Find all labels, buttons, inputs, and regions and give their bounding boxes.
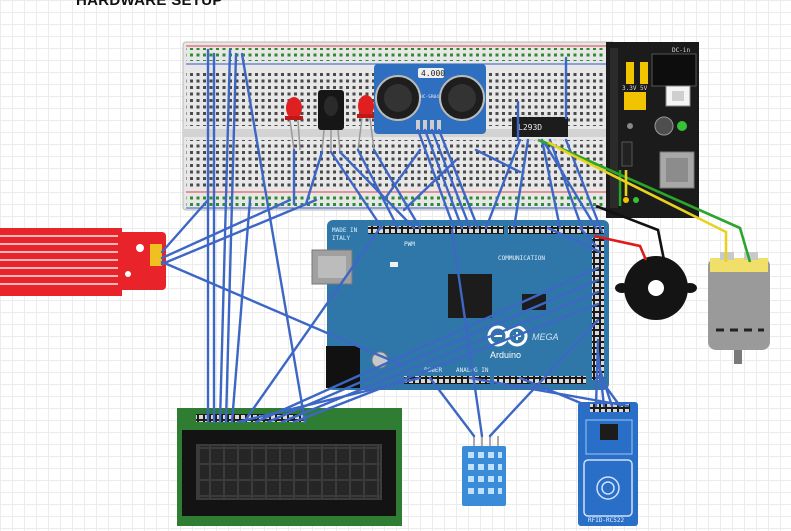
wire-black [595,204,666,261]
led-right [357,95,375,151]
motor-driver-label: L293D [518,123,542,132]
dc-jack-icon [651,53,697,87]
led-left [285,97,303,151]
arduino-communication-label: COMMUNICATION [498,255,545,262]
rfid-label: RFID-RC522 [588,517,625,524]
usb-port-icon [318,256,346,278]
rfid-antenna-icon [583,459,633,517]
arduino-pwm-label: PWM [404,241,415,248]
voltage-label-5v: 5V [640,85,648,92]
dc-in-label: DC-in [672,47,690,54]
voltage-label-3v3: 3.3V [622,85,637,92]
wires-blue [160,48,630,438]
arduino-brand-label: Arduino [490,350,521,360]
arduino-made-in-line2: ITALY [332,235,350,242]
page-title: HARDWARE SETUP [76,0,223,9]
arduino-model-label: MEGA [532,332,559,342]
arduino-dc-jack [326,346,360,388]
arduino-power-label: POWER [424,367,442,374]
arduino-mega-board: MADE IN ITALY PWM COMMUNICATION POWER AN… [311,220,609,390]
wire-red [593,234,648,261]
dc-motor [708,252,770,364]
water-level-sensor [0,228,166,296]
motor-driver-chip: L293D [512,113,568,141]
lcd-display [177,408,402,526]
rfid-reader: RFID-RC522 [578,402,638,526]
ultrasonic-model-label: HC-SR04 [420,94,439,100]
wire-yellow [547,140,728,262]
dht11-sensor [462,436,506,506]
ultrasonic-display: 4.000 [421,69,445,78]
arduino-made-in-line1: MADE IN [332,227,358,234]
ir-receiver [318,90,344,153]
ultrasonic-sensor: 4.000 HC-SR04 [374,64,486,134]
buzzer [615,256,697,320]
